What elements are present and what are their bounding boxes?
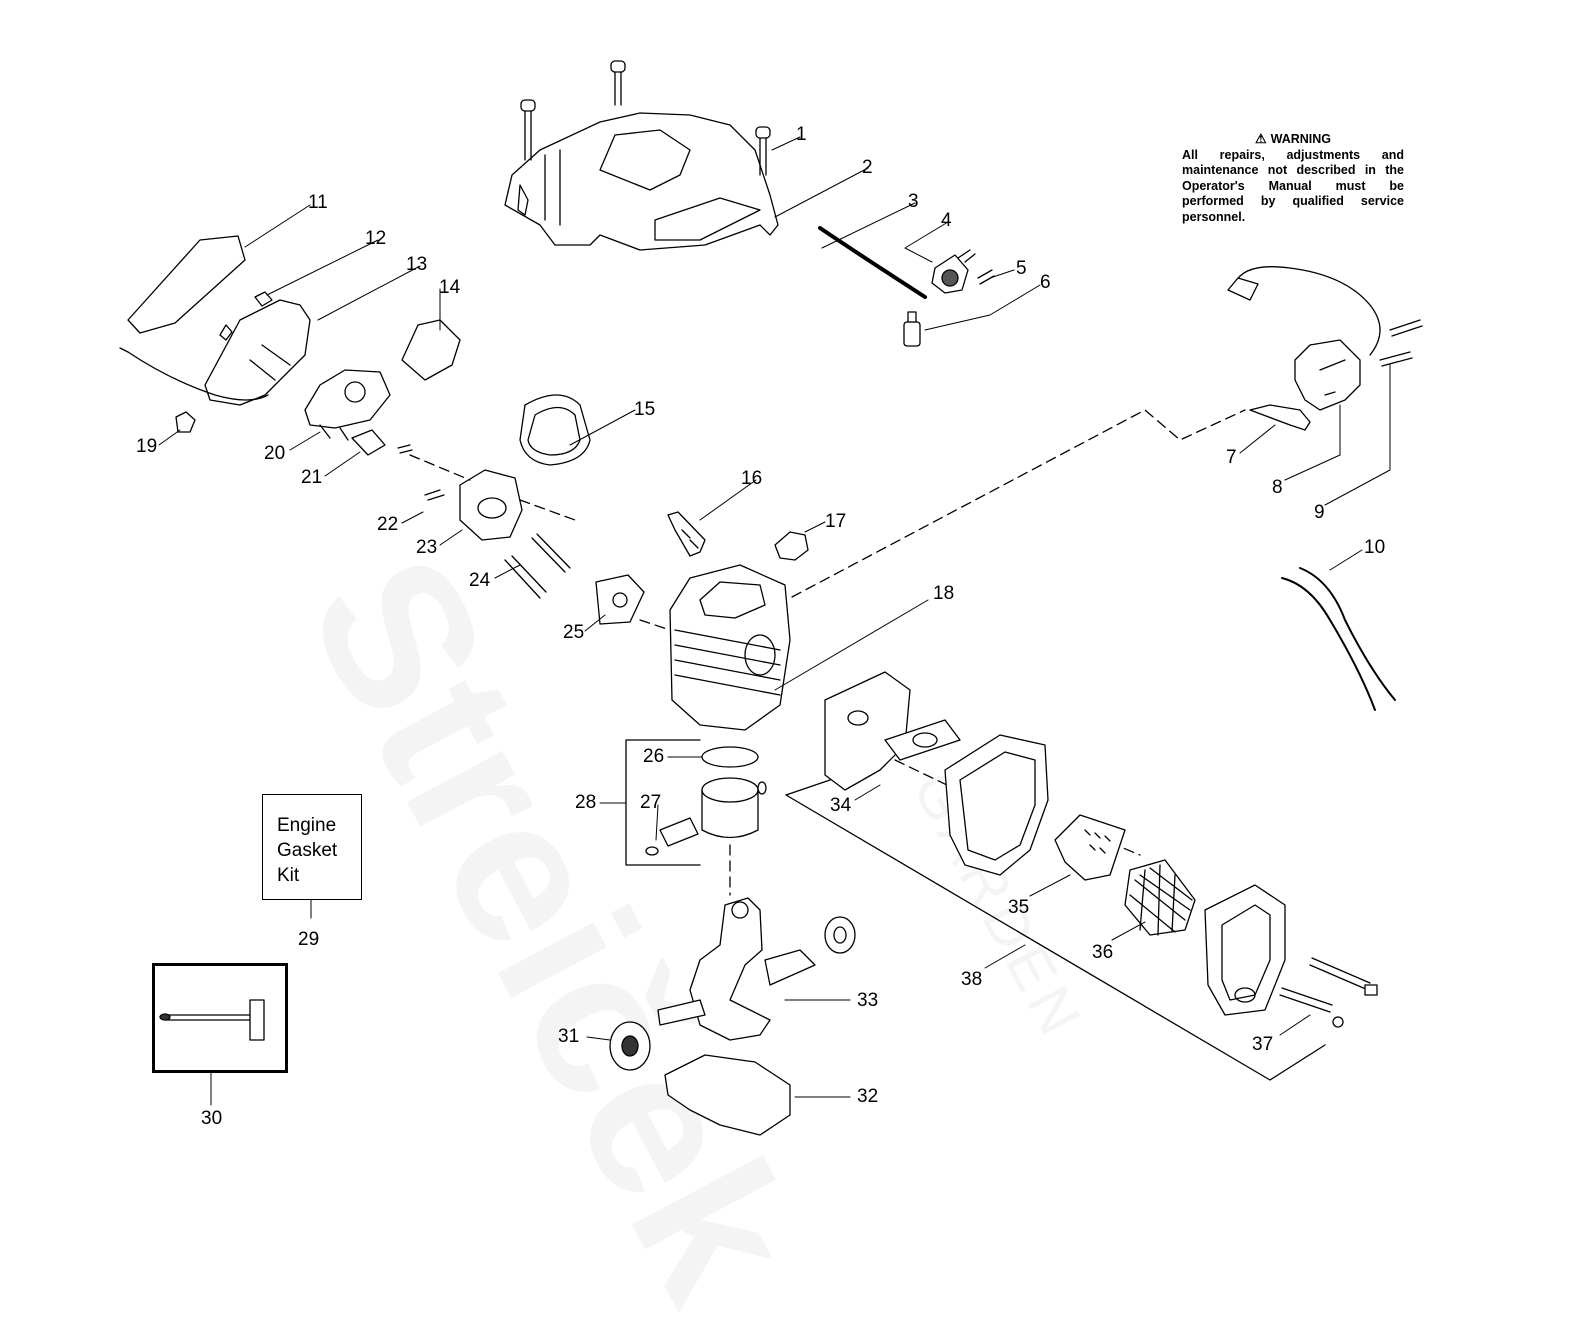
part-screws-1 bbox=[520, 60, 771, 176]
callout-27: 27 bbox=[640, 792, 662, 813]
callout-23: 23 bbox=[416, 537, 438, 558]
engine-gasket-kit-box: Engine Gasket Kit bbox=[262, 794, 362, 900]
warning-notice: ⚠WARNING All repairs, adjustments and ma… bbox=[1182, 131, 1404, 225]
part-piston-pin bbox=[645, 817, 699, 856]
callout-18: 18 bbox=[933, 583, 955, 604]
callout-1: 1 bbox=[796, 124, 807, 145]
callout-3: 3 bbox=[908, 191, 919, 212]
warning-triangle-icon: ⚠ bbox=[1254, 131, 1267, 146]
part-screw-22 bbox=[424, 489, 445, 501]
callout-21: 21 bbox=[301, 467, 323, 488]
callout-34: 34 bbox=[830, 795, 852, 816]
callout-8: 8 bbox=[1272, 477, 1283, 498]
part-baffle bbox=[1054, 814, 1126, 881]
dashed-line-muffler bbox=[894, 759, 1031, 826]
part-cylinder bbox=[669, 564, 791, 731]
part-cylinder-cover bbox=[504, 112, 779, 251]
part-primer bbox=[931, 249, 976, 294]
callout-30: 30 bbox=[201, 1108, 223, 1129]
part-screws-9 bbox=[1379, 319, 1423, 367]
callout-32: 32 bbox=[857, 1086, 879, 1107]
part-fuel-line bbox=[818, 226, 927, 299]
callout-36: 36 bbox=[1092, 942, 1114, 963]
warning-title: WARNING bbox=[1270, 132, 1332, 146]
part-bearing-31 bbox=[609, 1021, 651, 1071]
callout-6: 6 bbox=[1040, 272, 1051, 293]
part-fuel-filter bbox=[903, 311, 921, 347]
callout-22: 22 bbox=[377, 514, 399, 535]
callout-29: 29 bbox=[298, 929, 320, 950]
part-intake-manifold bbox=[459, 469, 523, 541]
part-gasket-21 bbox=[351, 429, 386, 456]
callout-25: 25 bbox=[563, 622, 585, 643]
leader-lines bbox=[158, 136, 1391, 1106]
part-wire-harness bbox=[1281, 567, 1396, 711]
dashed-line-gasket bbox=[639, 619, 671, 631]
part-screw-24 bbox=[504, 555, 547, 599]
part-carburetor bbox=[304, 369, 391, 441]
tool-box bbox=[152, 963, 288, 1073]
callout-9: 9 bbox=[1314, 502, 1325, 523]
part-muffler-cover bbox=[1204, 884, 1286, 1016]
callout-33: 33 bbox=[857, 990, 879, 1011]
callout-17: 17 bbox=[825, 511, 847, 532]
part-intake-boot bbox=[519, 394, 591, 466]
dashed-line-ignition bbox=[791, 409, 1246, 598]
dashed-line-intake bbox=[409, 454, 471, 481]
bracket-38 bbox=[785, 779, 1326, 1081]
part-spark-plug bbox=[667, 511, 706, 557]
part-muffler-plate bbox=[824, 671, 961, 791]
part-spark-arrestor bbox=[1124, 859, 1196, 936]
part-piston-ring bbox=[701, 746, 759, 768]
kit-line-3: Kit bbox=[277, 865, 300, 886]
kit-line-2: Gasket bbox=[277, 840, 338, 861]
part-piston bbox=[701, 777, 767, 839]
dashed-line-manifold bbox=[519, 499, 576, 521]
callout-24: 24 bbox=[469, 570, 491, 591]
callout-20: 20 bbox=[264, 443, 286, 464]
exploded-parts-diagram bbox=[119, 60, 1423, 1136]
callout-5: 5 bbox=[1016, 258, 1027, 279]
part-air-box bbox=[119, 299, 311, 406]
part-ignition-module bbox=[1227, 266, 1381, 411]
callout-7: 7 bbox=[1226, 447, 1237, 468]
part-grommet bbox=[175, 411, 196, 433]
part-tool bbox=[159, 999, 265, 1041]
warning-title-row: ⚠WARNING bbox=[1182, 131, 1404, 148]
part-ground-clip bbox=[1249, 404, 1311, 431]
callout-16: 16 bbox=[741, 468, 763, 489]
callout-14: 14 bbox=[439, 277, 461, 298]
callout-13: 13 bbox=[406, 254, 428, 275]
callout-4: 4 bbox=[941, 210, 952, 231]
part-choke-knob bbox=[401, 319, 461, 381]
callout-38: 38 bbox=[961, 969, 983, 990]
callout-15: 15 bbox=[634, 399, 656, 420]
callout-35: 35 bbox=[1008, 897, 1030, 918]
callout-10: 10 bbox=[1364, 537, 1386, 558]
callout-11: 11 bbox=[308, 192, 328, 213]
kit-line-1: Engine bbox=[277, 815, 337, 836]
callout-37: 37 bbox=[1252, 1034, 1274, 1055]
callout-19: 19 bbox=[136, 436, 158, 457]
part-nut-12 bbox=[254, 291, 273, 307]
callout-2: 2 bbox=[862, 157, 873, 178]
part-crankshaft bbox=[657, 897, 816, 1041]
callout-26: 26 bbox=[643, 746, 665, 767]
part-air-filter bbox=[127, 235, 246, 334]
callout-12: 12 bbox=[365, 228, 387, 249]
callout-31: 31 bbox=[558, 1026, 580, 1047]
part-gasket-25 bbox=[595, 574, 645, 625]
part-bolts-37 bbox=[1279, 957, 1378, 1028]
part-bearing-33 bbox=[824, 916, 856, 954]
part-muffler-body bbox=[944, 734, 1049, 876]
callout-28: 28 bbox=[575, 792, 597, 813]
part-crankcase bbox=[664, 1054, 791, 1136]
part-boot-17 bbox=[774, 531, 809, 561]
warning-text: All repairs, adjustments and maintenance… bbox=[1182, 147, 1404, 224]
